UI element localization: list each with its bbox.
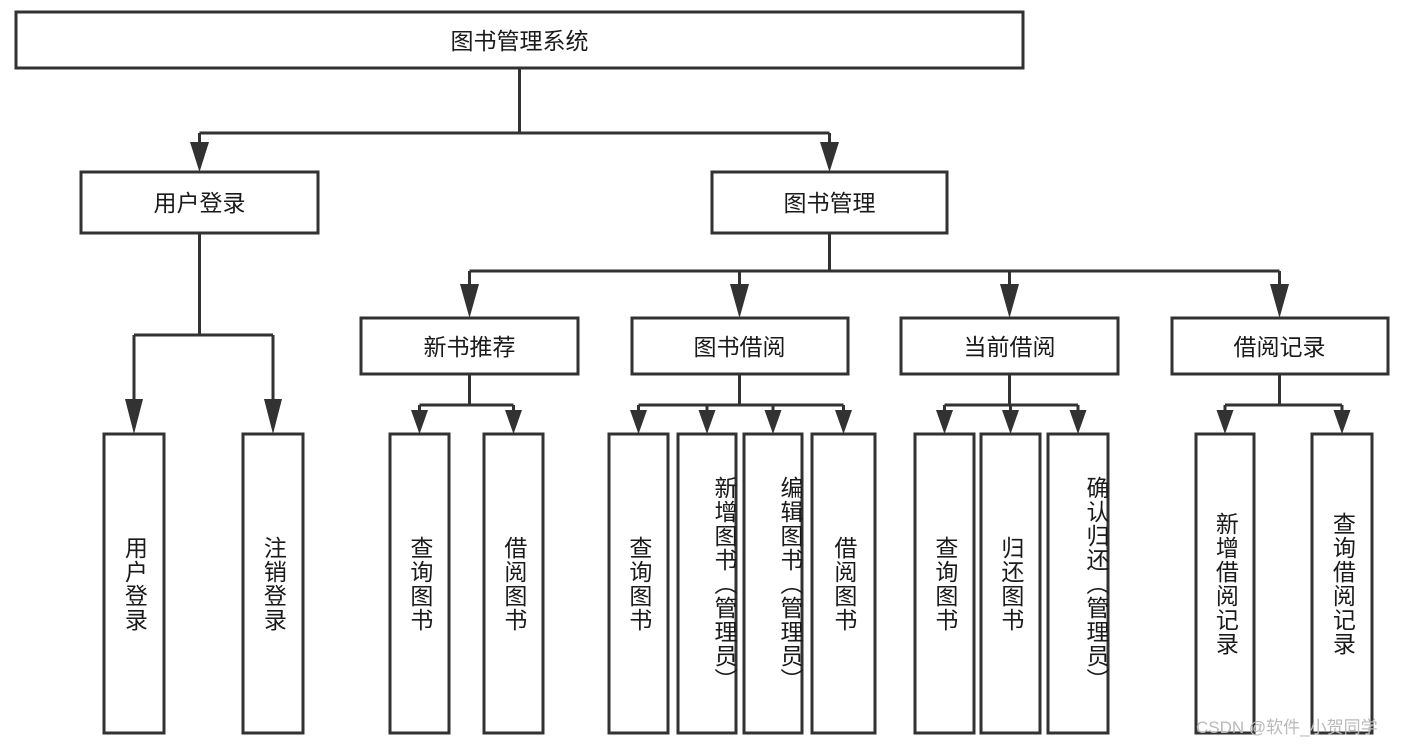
node-box-leaf-user-login[interactable] (102, 432, 166, 735)
arrowhead-user-login (190, 142, 209, 172)
node-box-leaf-borrow-book-bb[interactable] (810, 432, 877, 735)
node-label-current-borrow: 当前借阅 (964, 334, 1056, 360)
node-box-leaf-return-book[interactable] (979, 432, 1042, 735)
arrowhead-bb-leaf-2 (698, 410, 716, 434)
arrowhead-cb-leaf-2 (1002, 410, 1019, 434)
node-label-book-management: 图书管理 (784, 190, 876, 216)
arrowhead-borrow-record (1270, 284, 1289, 318)
node-box-book-borrow[interactable] (630, 316, 850, 376)
arrowhead-br-leaf-2 (1333, 410, 1351, 434)
arrowhead-new-book-rec (460, 284, 479, 318)
arrowhead-book-mgmt (820, 142, 839, 172)
node-box-leaf-query-book-nbr[interactable] (388, 432, 451, 735)
node-box-leaf-logout[interactable] (241, 432, 305, 735)
node-box-new-book-recommend[interactable] (359, 316, 580, 376)
node-box-borrow-record[interactable] (1170, 316, 1390, 376)
arrowhead-bb-leaf-4 (835, 410, 852, 434)
arrowhead-bb-leaf-1 (630, 410, 647, 434)
arrowhead-cb-leaf-3 (1069, 410, 1087, 434)
node-box-leaf-confirm-return-admin[interactable] (1046, 432, 1110, 735)
arrowhead-leaf-logout (264, 399, 282, 434)
node-box-leaf-add-book-admin[interactable] (676, 432, 738, 735)
node-box-leaf-query-book-bb[interactable] (607, 432, 670, 735)
arrowhead-br-leaf-1 (1216, 410, 1234, 434)
node-box-leaf-query-borrow-record[interactable] (1310, 432, 1374, 735)
node-box-leaf-borrow-book-nbr[interactable] (482, 432, 545, 735)
arrowhead-cb-leaf-1 (936, 410, 953, 434)
arrowhead-leaf-user-login (125, 399, 143, 434)
arrowhead-nbr-leaf-1 (411, 410, 428, 434)
node-label-borrow-record: 借阅记录 (1234, 334, 1326, 360)
node-layer: 图书管理系统 用户登录 图书管理 新书推荐 图书借阅 当前借阅 借阅记录 (14, 10, 1390, 735)
node-box-leaf-query-book-cb[interactable] (913, 432, 976, 735)
arrowhead-book-borrow (730, 284, 749, 318)
connector-layer (125, 68, 1351, 434)
node-box-leaf-edit-book-admin[interactable] (742, 432, 804, 735)
node-box-root[interactable] (14, 10, 1025, 70)
node-label-user-login: 用户登录 (154, 190, 246, 216)
node-box-book-management[interactable] (710, 170, 949, 235)
arrowhead-nbr-leaf-2 (505, 410, 522, 434)
node-label-root: 图书管理系统 (451, 28, 589, 54)
arrowhead-current-borrow (1000, 284, 1019, 318)
node-box-current-borrow[interactable] (899, 316, 1120, 376)
arrowhead-bb-leaf-3 (764, 410, 782, 434)
node-box-leaf-add-borrow-record[interactable] (1194, 432, 1256, 735)
node-box-user-login[interactable] (79, 170, 320, 235)
node-label-book-borrow: 图书借阅 (694, 334, 786, 360)
node-label-new-book-recommend: 新书推荐 (424, 334, 516, 360)
